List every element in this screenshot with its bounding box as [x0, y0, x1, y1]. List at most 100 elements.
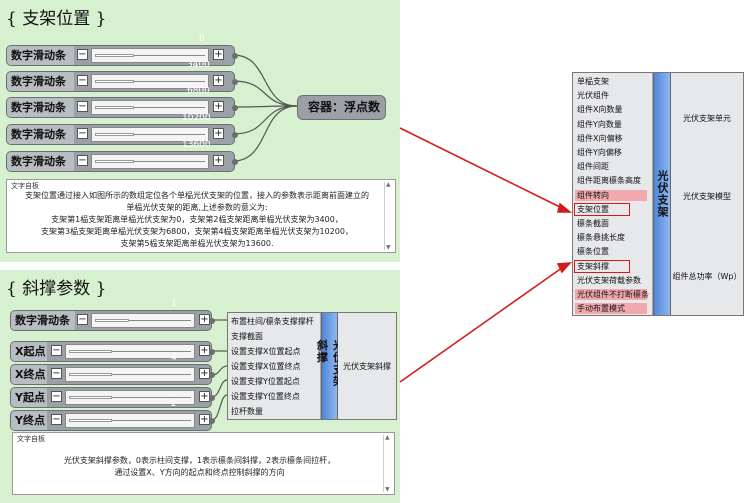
float-container[interactable]: 容器：浮点数 — [297, 95, 386, 120]
number-slider-y-start[interactable]: Y起点 − + — [10, 387, 215, 408]
pv-bracket-component[interactable]: 单榀支架光伏组件组件X向数量组件Y向数量组件X向偏移组件Y向偏移组件间距组件距离… — [572, 72, 744, 316]
input-param[interactable]: 檩条位置 — [577, 247, 609, 257]
input-param[interactable]: 支撑截面 — [231, 332, 263, 341]
number-slider-5[interactable]: 数字滑动条 − 13600 + — [6, 140, 238, 172]
panel-line: 单榀光伏支架的距离,上述参数的意义为: — [126, 203, 268, 212]
output-param[interactable]: 光伏支架单元 — [683, 114, 731, 123]
slider-track[interactable] — [91, 313, 195, 328]
increment-button[interactable]: + — [213, 101, 224, 112]
slider-label: Y起点 — [11, 388, 47, 407]
number-slider-4[interactable]: 数字滑动条 − 10200 + — [6, 113, 238, 145]
slider-track[interactable] — [65, 390, 195, 405]
slider-fill — [95, 54, 134, 57]
slider-label: 数字滑动条 — [7, 72, 74, 91]
slider-value: 6800 — [187, 86, 210, 96]
slider-label: 数字滑动条 — [7, 98, 74, 117]
input-param[interactable]: 檩条悬挑长度 — [577, 233, 625, 243]
input-param[interactable]: 组件Y向数量 — [577, 119, 622, 129]
input-param[interactable]: 光伏组件不打断檩条 — [575, 289, 649, 300]
number-slider-3[interactable]: 数字滑动条 − 6800 + — [6, 86, 238, 118]
input-param[interactable]: 手动布置模式 — [575, 303, 647, 315]
panel-line: 支架第3榀支架距离单榀光伏支架为6800，支架第4榀支架距离单榀光伏支架为102… — [41, 227, 353, 236]
slider-track[interactable] — [91, 74, 209, 89]
component-name-bar: 光伏支架斜撑 — [316, 313, 345, 419]
slider-value: 1 — [171, 299, 177, 309]
output-param[interactable]: 光伏支架斜撑 — [343, 362, 391, 371]
number-slider-y-end[interactable]: Y终点 − 2 + — [10, 399, 215, 431]
input-param[interactable]: 单榀支架 — [577, 77, 609, 86]
decrement-button[interactable]: − — [77, 155, 88, 166]
slider-track[interactable] — [65, 413, 195, 428]
slider-track[interactable] — [91, 154, 209, 169]
slider-fill — [69, 419, 112, 422]
input-param[interactable]: 设置支撑Y位置终点 — [231, 392, 300, 401]
output-param[interactable]: 组件总功率（Wp） — [672, 272, 742, 281]
input-param[interactable]: 拉杆数量 — [231, 407, 263, 416]
input-param[interactable]: 光伏组件 — [577, 91, 609, 101]
brace-component[interactable]: 布置柱间/檩条支撑撑杆 支撑截面 设置支撑X位置起点 设置支撑X位置终点 设置支… — [227, 312, 397, 420]
panel-line: 支架第5榀支架距离单榀光伏支架为13600. — [120, 239, 274, 248]
scrollbar[interactable] — [383, 434, 392, 493]
slider-track[interactable] — [91, 127, 209, 142]
slider-track[interactable] — [65, 367, 195, 382]
input-param[interactable]: 设置支撑X位置起点 — [231, 347, 301, 356]
number-slider-1[interactable]: 数字滑动条 − 0 + — [6, 34, 238, 66]
group-title: { 支架位置 } — [6, 9, 107, 29]
input-param[interactable]: 布置柱间/檩条支撑撑杆 — [231, 317, 314, 326]
number-slider-x-end[interactable]: X终点 − 4 + — [10, 353, 215, 385]
panel-line: 通过设置X、Y方向的起点和终点控制斜撑的方向 — [114, 468, 285, 477]
input-param[interactable]: 组件X向偏移 — [577, 133, 623, 143]
slider-track[interactable] — [91, 48, 209, 63]
panel-body: 光伏支架斜撑参数，0表示柱间支撑，1表示檩条间斜撑，2表示檩条间拉杆， 通过设置… — [19, 455, 380, 479]
decrement-button[interactable]: − — [77, 75, 88, 86]
slider-fill — [69, 396, 112, 399]
input-param[interactable]: 设置支撑Y位置起点 — [231, 377, 300, 386]
component-name-bar: 光伏支架 — [653, 73, 671, 315]
decrement-button[interactable]: − — [51, 345, 62, 356]
increment-button[interactable]: + — [213, 75, 224, 86]
decrement-button[interactable]: − — [77, 128, 88, 139]
input-param[interactable]: 支架斜撑 — [574, 259, 630, 273]
slider-value: 2 — [171, 399, 177, 409]
slider-value: 3400 — [187, 60, 210, 70]
increment-button[interactable]: + — [213, 128, 224, 139]
slider-label: 数字滑动条 — [7, 125, 74, 144]
number-slider-brace-type[interactable]: 数字滑动条 − 1 + — [10, 299, 215, 331]
component-outputs: 光伏支架单元 光伏支架模型 组件总功率（Wp） — [671, 73, 743, 315]
input-param[interactable]: 光伏支架荷载参数 — [577, 275, 641, 285]
increment-button[interactable]: + — [213, 49, 224, 60]
slider-track[interactable] — [65, 344, 195, 359]
number-slider-2[interactable]: 数字滑动条 − 3400 + — [6, 60, 238, 92]
input-param[interactable]: 组件距离檩条高度 — [577, 176, 641, 186]
input-param[interactable]: 檩条截面 — [577, 219, 609, 228]
input-param[interactable]: 支架位置 — [574, 202, 630, 216]
slider-fill — [69, 350, 112, 353]
increment-button[interactable]: + — [213, 155, 224, 166]
slider-value: 4 — [171, 353, 177, 363]
panel-title: 文字自板 — [17, 435, 45, 443]
decrement-button[interactable]: − — [51, 391, 62, 402]
text-panel[interactable]: 文字自板 光伏支架斜撑参数，0表示柱间支撑，1表示檩条间斜撑，2表示檩条间拉杆，… — [12, 432, 395, 495]
output-param[interactable]: 光伏支架模型 — [683, 192, 731, 201]
slider-value: 13600 — [182, 140, 211, 150]
input-param[interactable]: 组件间距 — [577, 162, 609, 172]
decrement-button[interactable]: − — [77, 101, 88, 112]
decrement-button[interactable]: − — [77, 314, 88, 325]
input-param[interactable]: 设置支撑X位置终点 — [231, 362, 301, 371]
slider-fill — [95, 160, 134, 163]
text-panel[interactable]: 文字自板 支架位置通过接入如图所示的数组定位各个单榀光伏支架的位置，接入的参数表… — [6, 179, 396, 253]
slider-label: 数字滑动条 — [7, 46, 74, 65]
slider-fill — [95, 319, 129, 322]
input-param[interactable]: 组件转向 — [575, 189, 647, 201]
slider-track[interactable] — [91, 100, 209, 115]
input-param[interactable]: 组件X向数量 — [577, 105, 623, 115]
number-slider-x-start[interactable]: X起点 − + — [10, 341, 215, 362]
slider-fill — [95, 106, 134, 109]
input-param[interactable]: 组件Y向偏移 — [577, 148, 622, 157]
decrement-button[interactable]: − — [77, 49, 88, 60]
decrement-button[interactable]: − — [51, 414, 62, 425]
panel-line: 支架位置通过接入如图所示的数组定位各个单榀光伏支架的位置，接入的参数表示距离前面… — [25, 191, 369, 200]
decrement-button[interactable]: − — [51, 368, 62, 379]
component-name: 光伏支架 — [656, 170, 669, 218]
scrollbar[interactable] — [384, 181, 393, 251]
